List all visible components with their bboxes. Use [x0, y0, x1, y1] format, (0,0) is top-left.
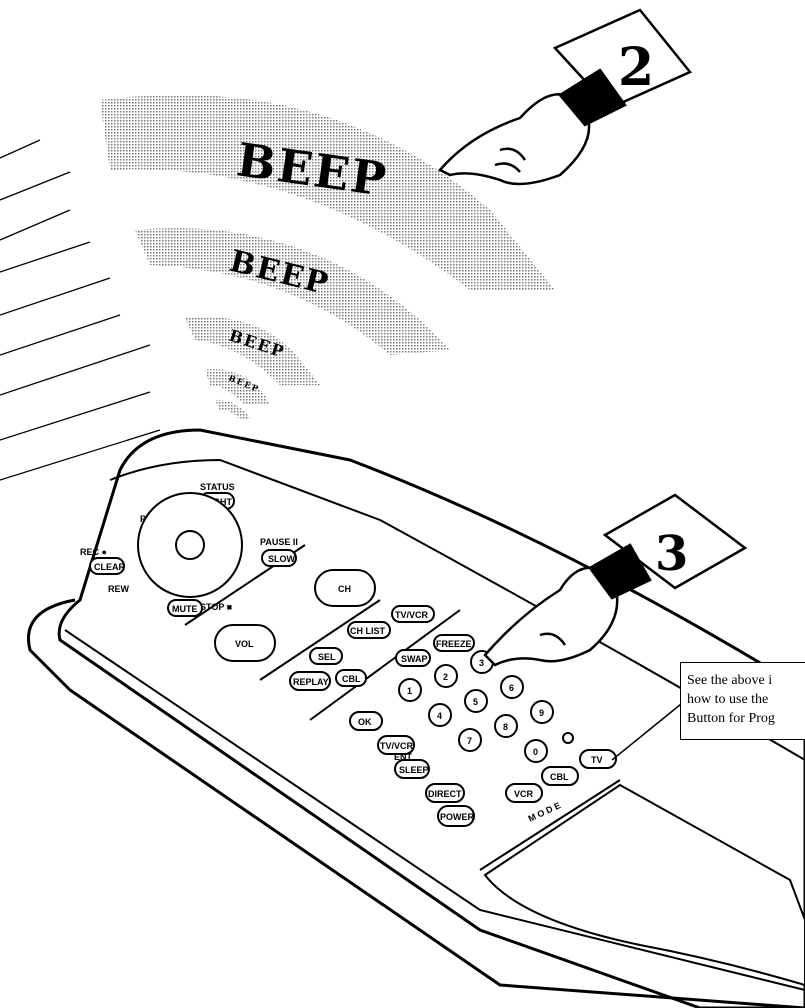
key-6-label: 6 [509, 683, 514, 693]
sel-label: SEL [318, 652, 336, 662]
rec-label: REC ● [80, 547, 107, 557]
dpad-center[interactable] [176, 531, 204, 559]
key-8-label: 8 [503, 722, 508, 732]
rew-label: REW [108, 584, 130, 594]
tvvcr-label: TV/VCR [380, 741, 414, 751]
callout-line-3: Button for Prog [687, 709, 805, 728]
power-label: POWER [440, 812, 475, 822]
vol-label: VOL [235, 639, 254, 649]
key-5-label: 5 [473, 697, 478, 707]
vcr-label: VCR [514, 789, 534, 799]
step-3-number: 3 [655, 526, 688, 582]
stop-label: STOP ■ [200, 602, 232, 612]
callout-line-1: See the above i [687, 671, 805, 690]
pause-label: PAUSE II [260, 537, 298, 547]
ok-label: OK [358, 717, 372, 727]
ch-label: CH [338, 584, 351, 594]
mute-label: MUTE [172, 604, 198, 614]
replay-label: REPLAY [293, 677, 329, 687]
info-callout: See the above i how to use the Button fo… [680, 662, 805, 740]
key-3-label: 3 [479, 658, 484, 668]
pointing-hand-icon [440, 70, 625, 184]
key-2-label: 2 [443, 672, 448, 682]
margin-lines [0, 140, 160, 480]
clear-label: CLEAR [94, 562, 125, 572]
key-9-label: 9 [539, 708, 544, 718]
callout-line-2: how to use the [687, 690, 805, 709]
key-0-label: 0 [533, 747, 538, 757]
slow-label: SLOW [268, 554, 296, 564]
key-7-label: 7 [467, 736, 472, 746]
indicator-light [563, 733, 573, 743]
step-2-number: 2 [618, 37, 654, 98]
direct-label: DIRECT [428, 789, 462, 799]
chlist-label: CH LIST [350, 626, 386, 636]
sleep-label: SLEEP [399, 765, 429, 775]
key-4-label: 4 [437, 711, 442, 721]
key-1-label: 1 [407, 686, 412, 696]
swap-label: SWAP [401, 654, 428, 664]
cbl-label: CBL [550, 772, 569, 782]
tvvcr-top-label: TV/VCR [395, 610, 429, 620]
tv-label: TV [591, 755, 603, 765]
cbl-left-label: CBL [342, 674, 361, 684]
status-label: STATUS [200, 482, 235, 492]
freeze-label: FREEZE [436, 639, 472, 649]
